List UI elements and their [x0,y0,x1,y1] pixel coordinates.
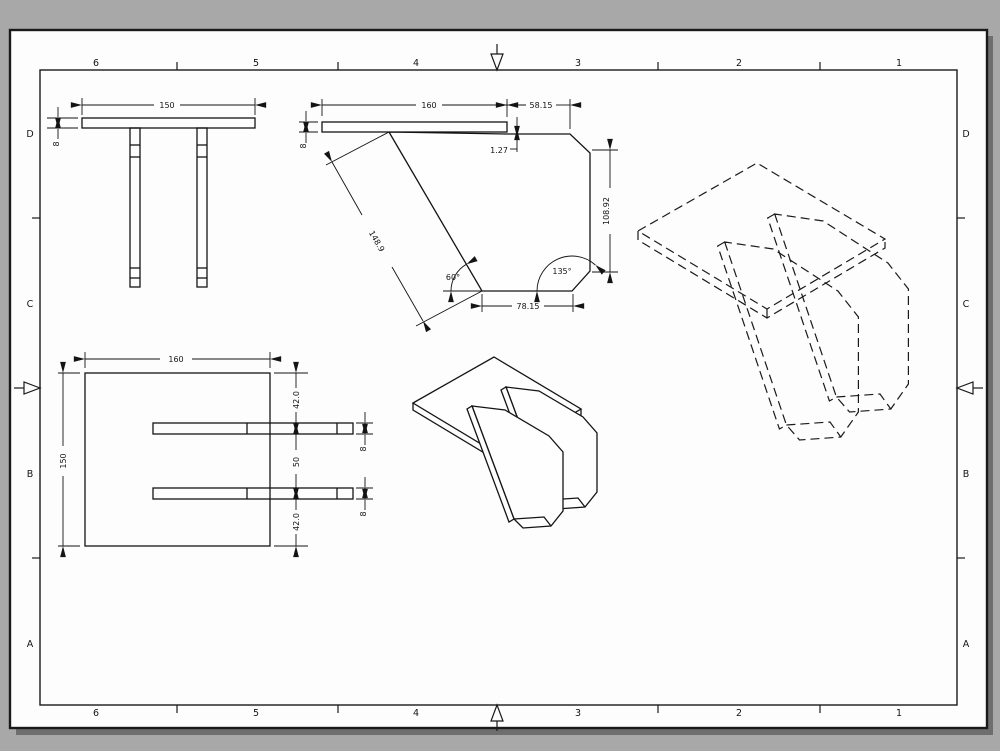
zone-labels: 6 5 4 3 2 1 6 5 4 3 2 1 D C B A D C B A [26,58,969,719]
zone-bottom-5: 5 [253,708,259,719]
zone-left-b: B [27,469,34,480]
zone-left-c: C [27,299,34,310]
dim-plan-bar1-thickness: 8 [359,446,368,451]
dim-plan-offset-top: 42.0 [292,391,301,409]
zone-top-3: 3 [575,58,581,69]
iso-view-solid [411,356,598,529]
side-view: 160 58.15 8 1.27 148.9 60° 135° 108.92 7… [299,99,618,333]
iso-hidden-leg-back [766,213,909,413]
zone-right-d: D [962,129,969,140]
plan-view-geometry [84,372,354,547]
zone-bottom-6: 6 [93,708,99,719]
center-arrow-left [14,381,42,395]
front-view: 150 8 [47,98,267,288]
side-view-dimensions [299,99,618,333]
dim-side-leg-angle: 60° [446,273,460,282]
dim-side-overhang: 58.15 [530,101,553,110]
dim-side-corner-angle: 135° [552,267,571,276]
zone-top-5: 5 [253,58,259,69]
dim-front-thickness: 8 [52,141,61,146]
zone-right-a: A [963,639,970,650]
zone-top-1: 1 [896,58,902,69]
dim-side-thickness: 8 [299,143,308,148]
dim-plan-gap: 50 [292,457,301,467]
zone-bottom-3: 3 [575,708,581,719]
zone-left-d: D [26,129,33,140]
center-arrow-right [955,381,983,395]
centering-marks [14,44,983,731]
iso-solid-leg-front [466,405,564,529]
zone-bottom-1: 1 [896,708,902,719]
dim-side-length: 160 [421,101,436,110]
plan-view: 160 150 42.0 50 42.0 8 8 [58,352,373,558]
front-view-geometry [81,117,256,288]
zone-top-4: 4 [413,58,419,69]
zone-right-b: B [963,469,970,480]
zone-left-a: A [27,639,34,650]
iso-hidden-tabletop [636,162,887,319]
zone-bottom-4: 4 [413,708,419,719]
iso-hidden-leg-front [716,241,859,441]
zone-bottom-2: 2 [736,708,742,719]
zone-right-c: C [963,299,970,310]
zone-ticks [32,62,965,713]
center-arrow-top [490,44,504,72]
dim-plan-bar2-thickness: 8 [359,511,368,516]
dim-plan-offset-bottom: 42.0 [292,513,301,531]
dim-plan-width: 160 [168,355,183,364]
plan-view-dimensions [58,352,373,558]
center-arrow-bottom [490,703,504,731]
front-view-dimensions [47,98,267,139]
dim-plan-depth: 150 [59,453,68,468]
iso-view-hidden [636,162,909,441]
dim-side-base: 78.15 [517,302,540,311]
zone-top-2: 2 [736,58,742,69]
dim-front-width: 150 [159,101,174,110]
dim-side-height: 108.92 [602,197,611,225]
zone-top-6: 6 [93,58,99,69]
dim-side-step: 1.27 [490,146,508,155]
